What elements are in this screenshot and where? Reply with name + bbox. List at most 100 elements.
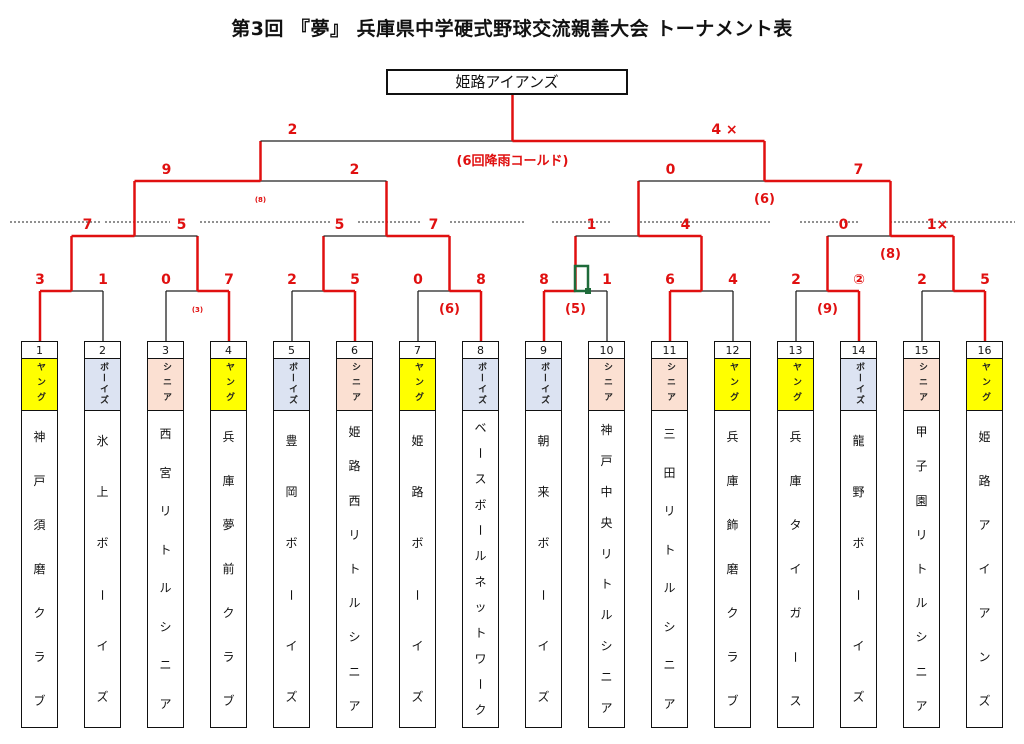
team-name: 豊岡ボーイズ [284, 433, 299, 705]
team-box: 1 ヤング神戸須磨クラブ [21, 341, 58, 728]
score-label: 3 [35, 272, 45, 288]
score-label: 4 [681, 217, 691, 233]
score-label: 9 [162, 162, 172, 178]
team-name: 三田リトルシニア [663, 427, 676, 711]
score-label: 5 [350, 272, 360, 288]
score-label: 0 [666, 162, 676, 178]
league-band: ボーイズ [85, 359, 120, 411]
league-band: シニア [589, 359, 624, 411]
score-label: 7 [429, 217, 439, 233]
champion-box: 姫路アイアンズ [386, 69, 628, 95]
team-name: 龍野ボーイズ [851, 433, 866, 705]
score-label: 0 [161, 272, 171, 288]
score-label: 1 [587, 217, 597, 233]
team-number: 1 [22, 342, 57, 359]
league-label: ヤング [413, 362, 423, 407]
team-number: 7 [400, 342, 435, 359]
match-note: (8) [255, 196, 266, 204]
score-label: 2 [288, 122, 298, 138]
team-number: 12 [715, 342, 750, 359]
match-note: (5) [565, 302, 586, 317]
score-label: 2 [287, 272, 297, 288]
team-number: 9 [526, 342, 561, 359]
league-label: ボーイズ [854, 362, 864, 406]
team-box: 11 シニア三田リトルシニア [651, 341, 688, 728]
marker-bracket [573, 264, 590, 293]
team-number: 6 [337, 342, 372, 359]
team-box: 13 ヤング兵庫タイガース [777, 341, 814, 728]
league-band: ボーイズ [841, 359, 876, 411]
score-label: 8 [539, 272, 549, 288]
league-band: ヤング [778, 359, 813, 411]
team-name: 姫路アイアンズ [978, 430, 991, 708]
league-label: ヤング [224, 362, 234, 407]
score-label: 2 [350, 162, 360, 178]
team-name: 姫路西リトルシニア [348, 425, 361, 713]
team-number: 5 [274, 342, 309, 359]
team-name: 甲子園リトルシニア [915, 425, 928, 713]
score-label: 1 [602, 272, 612, 288]
league-label: シニア [350, 362, 360, 407]
team-box: 5 ボーイズ豊岡ボーイズ [273, 341, 310, 728]
team-name: 神戸須磨クラブ [33, 430, 46, 708]
league-label: ボーイズ [287, 362, 297, 406]
score-label: 6 [665, 272, 675, 288]
team-number: 11 [652, 342, 687, 359]
score-label: 4 [728, 272, 738, 288]
team-number: 8 [463, 342, 498, 359]
match-note: (6) [754, 192, 775, 207]
score-label: ② [853, 272, 865, 288]
team-box: 4 ヤング兵庫夢前クラブ [210, 341, 247, 728]
league-band: ボーイズ [463, 359, 498, 411]
team-number: 10 [589, 342, 624, 359]
match-note: (6回降雨コールド) [457, 153, 569, 169]
page-title: 第3回 『夢』 兵庫県中学硬式野球交流親善大会 トーナメント表 [231, 18, 793, 40]
team-number: 4 [211, 342, 246, 359]
league-label: ヤング [791, 362, 801, 407]
team-name: 兵庫夢前クラブ [222, 430, 235, 708]
team-name: 西宮リトルシニア [159, 427, 172, 711]
league-band: シニア [148, 359, 183, 411]
match-note: (6) [439, 302, 460, 317]
team-name: 朝来ボーイズ [536, 433, 551, 705]
team-box: 14 ボーイズ龍野ボーイズ [840, 341, 877, 728]
score-label: 2 [917, 272, 927, 288]
score-label: 4 × [711, 122, 737, 138]
league-label: シニア [665, 362, 675, 407]
league-band: ヤング [715, 359, 750, 411]
team-name: 兵庫タイガース [788, 430, 803, 708]
team-number: 2 [85, 342, 120, 359]
score-label: 2 [791, 272, 801, 288]
team-box: 6 シニア姫路西リトルシニア [336, 341, 373, 728]
team-name: 氷上ボーイズ [95, 433, 110, 705]
team-box: 10 シニア神戸中央リトルシニア [588, 341, 625, 728]
marker-handle [585, 288, 591, 294]
league-label: ボーイズ [476, 362, 486, 406]
team-box: 9 ボーイズ朝来ボーイズ [525, 341, 562, 728]
match-note: (8) [880, 247, 901, 262]
league-label: ヤング [980, 362, 990, 407]
score-label: 0 [839, 217, 849, 233]
league-label: ボーイズ [539, 362, 549, 406]
team-name: 神戸中央リトルシニア [600, 423, 613, 715]
league-label: ヤング [35, 362, 45, 407]
team-number: 14 [841, 342, 876, 359]
score-label: 5 [335, 217, 345, 233]
league-band: シニア [904, 359, 939, 411]
league-label: ヤング [728, 362, 738, 407]
team-number: 13 [778, 342, 813, 359]
team-number: 15 [904, 342, 939, 359]
league-label: シニア [602, 362, 612, 407]
league-band: ヤング [967, 359, 1002, 411]
league-band: ヤング [22, 359, 57, 411]
score-label: 8 [476, 272, 486, 288]
score-label: 1× [927, 217, 948, 233]
score-label: 1 [98, 272, 108, 288]
